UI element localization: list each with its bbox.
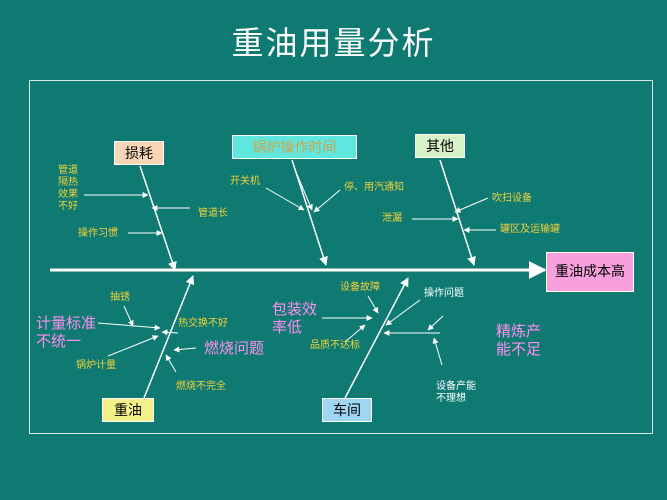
cause-kaiguanji: 开关机 bbox=[230, 176, 260, 187]
page-title: 重油用量分析 bbox=[231, 24, 436, 62]
cause-chuisao-sheshi: 吹扫设备 bbox=[492, 193, 532, 204]
bone-guolu bbox=[291, 159, 328, 266]
cause-baozhuang: 包装效 率低 bbox=[272, 300, 318, 336]
category-zhongyou-box: 重油 bbox=[102, 398, 154, 422]
cause-relenghuan: 热交换不好 bbox=[178, 318, 228, 329]
category-sunhao-box: 损耗 bbox=[114, 141, 164, 165]
category-guolu-box: 锅炉操作时间 bbox=[232, 135, 357, 159]
category-qita-box: 其他 bbox=[415, 134, 465, 158]
bone-qita bbox=[439, 159, 476, 266]
cause-jinglian: 精炼产 能不足 bbox=[496, 322, 542, 358]
cause-loulou: 泄漏 bbox=[382, 213, 402, 224]
bone-sunhao bbox=[139, 165, 177, 271]
cause-caozuo-xiguan: 操作习惯 bbox=[78, 228, 118, 239]
category-chejian-box: 车间 bbox=[322, 398, 372, 422]
cause-ranshao-buwanquan: 燃烧不完全 bbox=[176, 381, 226, 392]
cause-jiliang-biaozhun: 计量标准 不统一 bbox=[36, 314, 97, 350]
effect-box: 重油成本高 bbox=[546, 252, 634, 292]
bone-chejian bbox=[344, 277, 409, 399]
cause-shebei-channeng: 设备产能 不理想 bbox=[436, 381, 476, 404]
cause-ting-yongqi: 停、用汽通知 bbox=[344, 182, 404, 193]
cause-guanqu: 罐区及运输罐 bbox=[500, 224, 560, 235]
cause-guandao-chang: 管道长 bbox=[198, 208, 228, 219]
diagram-frame bbox=[29, 80, 653, 434]
cause-ranshao-wenti: 燃烧问题 bbox=[204, 339, 265, 357]
cause-pinzhi: 品质不达标 bbox=[310, 340, 360, 351]
cause-guandao-gerer: 管道 隔热 效果 不好 bbox=[58, 165, 78, 212]
bone-zhongyou bbox=[143, 275, 195, 399]
cause-guolu-jiliang: 锅炉计量 bbox=[76, 360, 116, 371]
cause-caozuo-wenti: 操作问题 bbox=[424, 288, 464, 299]
cause-shebei-guzhang: 设备故障 bbox=[340, 282, 380, 293]
cause-taixiu: 抽锈 bbox=[110, 292, 130, 303]
